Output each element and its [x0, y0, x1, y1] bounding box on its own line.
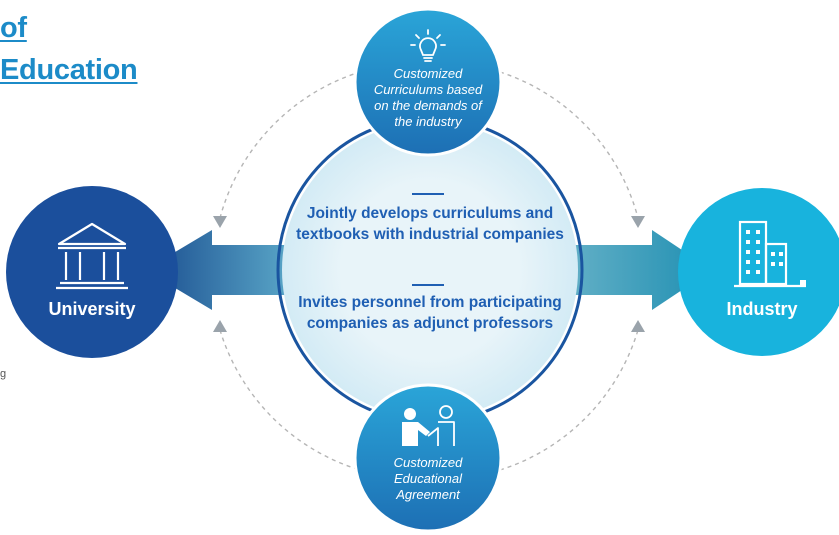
cropped-text-fragment: g [0, 368, 7, 380]
arrow-to-university [145, 230, 292, 310]
university-node [6, 186, 178, 358]
industry-label: Industry [726, 299, 798, 319]
dashed-loop-arrowheads [213, 216, 645, 332]
center-statement-1: Jointly develops curriculums and textboo… [296, 205, 564, 243]
page-title-line2: Education [0, 54, 138, 86]
bottom-bubble-text: Customized Educational Agreement [393, 455, 463, 502]
dashed-cycle-loop [219, 71, 639, 471]
office-building-icon [734, 220, 806, 288]
top-bubble-text: Customized Curriculums based on the dema… [373, 66, 483, 129]
university-label: University [48, 299, 136, 319]
bottom-bubble [353, 383, 503, 533]
top-bubble [353, 7, 503, 157]
handshake-icon [402, 405, 455, 446]
divider-2 [412, 284, 444, 286]
center-circle [282, 122, 578, 418]
lightbulb-icon [410, 29, 446, 62]
arrow-to-industry [570, 230, 712, 310]
page-title-line1: of [0, 12, 27, 44]
university-building-icon [56, 222, 128, 290]
center-statement-2: Invites personnel from participating com… [298, 294, 562, 332]
divider-1 [412, 193, 444, 195]
